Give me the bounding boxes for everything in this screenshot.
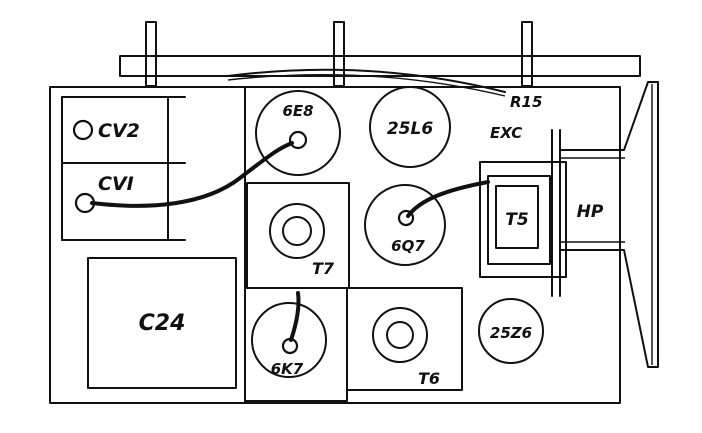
label-t6: T6 — [418, 369, 440, 388]
label-25l6: 25L6 — [387, 119, 433, 139]
label-cv2: CV2 — [98, 120, 140, 142]
transformer-t6-inner — [386, 321, 414, 349]
transformer-t7-inner — [282, 216, 312, 246]
wire-6k7-grid — [289, 291, 301, 342]
t5-winding — [495, 185, 539, 249]
label-t7: T7 — [312, 259, 335, 278]
resistor-r15 — [227, 68, 506, 93]
t5-frame — [479, 161, 567, 278]
loudspeaker-hp — [559, 81, 659, 368]
label-cv1: CVI — [98, 173, 134, 195]
tube-6e8-pin — [288, 130, 308, 150]
label-t5: T5 — [505, 210, 528, 230]
tube-6k7 — [251, 302, 327, 378]
resistor-r15-edge — [227, 73, 506, 97]
tube-25z6 — [478, 298, 544, 364]
t5-core — [487, 175, 551, 265]
tube-6q7 — [364, 184, 446, 266]
speaker-cone — [559, 81, 659, 368]
label-25z6: 25Z6 — [490, 324, 532, 342]
transformer-t7-outer — [269, 203, 325, 259]
transformer-t6-box — [346, 287, 463, 391]
tube-6e8 — [255, 90, 341, 176]
label-6k7: 6K7 — [271, 360, 304, 378]
tuning-capacitor-gang — [61, 96, 186, 241]
label-r15: R15 — [510, 93, 542, 111]
label-6e8: 6E8 — [282, 102, 313, 120]
label-exc: EXC — [490, 124, 522, 142]
label-6q7: 6Q7 — [391, 237, 425, 255]
capacitor-c24 — [87, 257, 237, 389]
tube-25l6 — [369, 86, 451, 168]
chassis-outline — [49, 86, 621, 404]
cv2-terminal — [72, 119, 94, 141]
wire-cv1-to-6e8 — [90, 141, 294, 208]
mounting-bar — [119, 55, 641, 77]
transformer-t6-outer — [372, 307, 428, 363]
label-c24: C24 — [139, 311, 186, 336]
wire-6q7-to-t5 — [406, 180, 490, 218]
label-hp: HP — [577, 202, 604, 222]
